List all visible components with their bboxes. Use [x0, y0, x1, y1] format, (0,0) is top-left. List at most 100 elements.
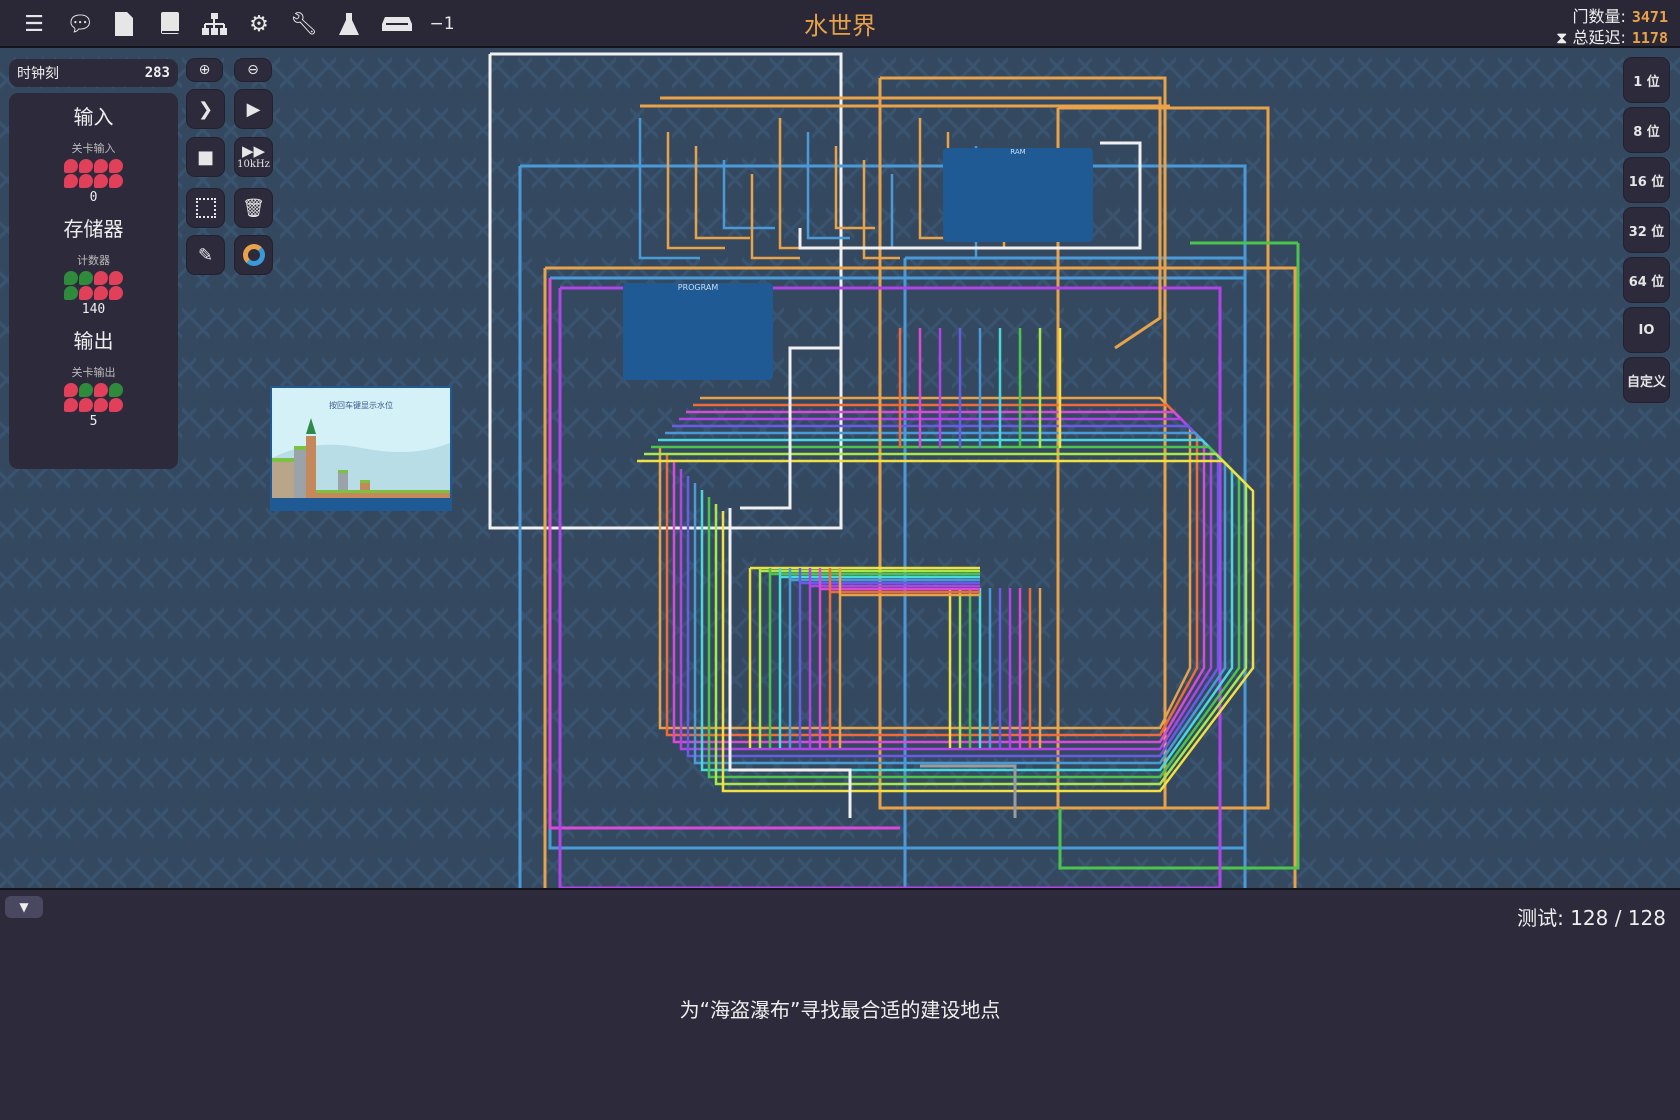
level-preview[interactable]: 按回车键显示水位 [270, 386, 452, 511]
inbox-icon[interactable] [380, 10, 414, 38]
bit-indicator [64, 286, 78, 300]
preview-caption: 按回车键显示水位 [329, 400, 393, 410]
level-output-bits [9, 383, 178, 412]
wire[interactable] [548, 278, 900, 830]
color-ring-icon [242, 244, 265, 266]
wire[interactable] [660, 96, 1162, 350]
wire[interactable] [679, 417, 1213, 751]
bit-indicator [109, 159, 123, 173]
bit-indicator [109, 174, 123, 188]
menu-icon[interactable]: ☰ [24, 11, 44, 37]
level-input-value: 0 [89, 190, 98, 205]
bit-indicator [94, 174, 108, 188]
wire[interactable] [722, 160, 775, 230]
level-output-label: 关卡输出 [71, 366, 116, 379]
wire[interactable] [918, 118, 950, 240]
wire[interactable] [778, 118, 825, 250]
bottom-panel: ▼ 测试: 128 / 128 为“海盗瀑布”寻找最合适的建设地点 [0, 888, 1680, 1120]
wrench-icon[interactable]: 🔧︎ [290, 11, 318, 37]
memory-heading: 存储器 [63, 217, 124, 241]
wire[interactable] [658, 438, 1234, 772]
bit-indicator [94, 383, 108, 397]
wire[interactable] [834, 146, 875, 230]
io-panel: 输入 关卡输入 0 存储器 计数器 140 输出 关卡输出 5 [9, 93, 178, 469]
zoom-out-button[interactable]: ⊖ [234, 58, 272, 82]
flask-icon[interactable] [335, 10, 363, 38]
input-heading: 输入 [73, 105, 114, 129]
wire[interactable] [920, 764, 1017, 818]
level-output-value: 5 [89, 414, 98, 429]
wire[interactable] [806, 132, 850, 240]
component-filter-button[interactable]: 32 位 [1623, 207, 1670, 253]
component-filter-button[interactable]: 自定义 [1623, 357, 1670, 403]
book-icon[interactable] [156, 10, 184, 38]
zoom-in-icon: ⊕ [198, 62, 211, 78]
program-component[interactable]: PROGRAM [623, 283, 773, 380]
step-button[interactable]: ❯ [186, 89, 225, 129]
wire[interactable] [666, 132, 725, 250]
wire[interactable] [658, 396, 1192, 730]
play-icon: ▶ [246, 98, 261, 120]
select-button[interactable] [186, 188, 225, 228]
component-filter-button[interactable]: IO [1623, 307, 1670, 353]
wire[interactable] [672, 424, 1220, 758]
pencil-button[interactable]: ✎ [186, 235, 225, 275]
ram-component[interactable]: RAM [943, 148, 1093, 242]
gate-count: 门数量:3471 [1572, 3, 1668, 27]
chat-icon[interactable]: 💬︎ [66, 11, 94, 37]
component-filter-button[interactable]: 1 位 [1623, 57, 1670, 103]
wire[interactable] [694, 146, 750, 240]
level-input-label: 关卡输入 [71, 142, 116, 155]
bit-indicator [109, 271, 123, 285]
wire[interactable] [638, 118, 700, 260]
wire[interactable] [644, 452, 1248, 786]
fast-forward-button[interactable]: ▶▶10kHz [234, 137, 273, 177]
wire[interactable] [740, 346, 840, 510]
top-bar: ☰ 💬︎ ⚙ 🔧︎ −1 水世界 门数量:3471 ⧗ 总延迟:1178 [0, 0, 1680, 48]
hierarchy-icon[interactable] [200, 10, 228, 38]
collapse-button[interactable]: ▼ [5, 896, 43, 918]
clock-value: 283 [144, 65, 170, 81]
wire[interactable] [903, 256, 1247, 888]
stop-button[interactable]: ■ [186, 137, 225, 177]
gate-count-value: 3471 [1631, 8, 1668, 26]
zoom-out-icon: ⊖ [247, 62, 259, 78]
color-button[interactable] [234, 235, 273, 275]
bit-indicator [79, 383, 93, 397]
wire[interactable] [672, 410, 1206, 744]
total-delay: ⧗ 总延迟:1178 [1556, 24, 1668, 48]
component-filter-button[interactable]: 16 位 [1623, 157, 1670, 203]
bit-indicator [79, 286, 93, 300]
bit-indicator [109, 398, 123, 412]
wire[interactable] [665, 431, 1227, 765]
counter-label: 计数器 [77, 254, 110, 267]
wire[interactable] [558, 286, 1222, 888]
wire[interactable] [637, 459, 1255, 793]
wire[interactable] [665, 403, 1199, 737]
wire[interactable] [798, 141, 1142, 250]
level-preview-image: 按回车键显示水位 [272, 388, 450, 498]
bit-indicator [64, 159, 78, 173]
speed-label: 10kHz [237, 159, 270, 170]
wire[interactable] [728, 508, 852, 818]
wire[interactable] [651, 445, 1241, 779]
counter-bits [9, 271, 178, 300]
bit-indicator [64, 398, 78, 412]
bit-indicator [64, 271, 78, 285]
total-delay-value: 1178 [1631, 29, 1668, 47]
wire[interactable] [488, 52, 843, 530]
file-icon[interactable] [110, 10, 138, 38]
wire[interactable] [543, 266, 1297, 888]
wire[interactable] [1056, 106, 1270, 810]
component-filter-button[interactable]: 8 位 [1623, 107, 1670, 153]
bit-indicator [94, 159, 108, 173]
gear-icon[interactable]: ⚙ [249, 11, 269, 37]
zoom-in-button[interactable]: ⊕ [186, 58, 223, 82]
wire[interactable] [750, 174, 800, 260]
component-filter-button[interactable]: 64 位 [1623, 257, 1670, 303]
wire[interactable] [1058, 243, 1300, 870]
play-button[interactable]: ▶ [234, 89, 273, 129]
wire[interactable] [862, 160, 900, 260]
delete-button[interactable]: 🗑︎ [234, 188, 273, 228]
